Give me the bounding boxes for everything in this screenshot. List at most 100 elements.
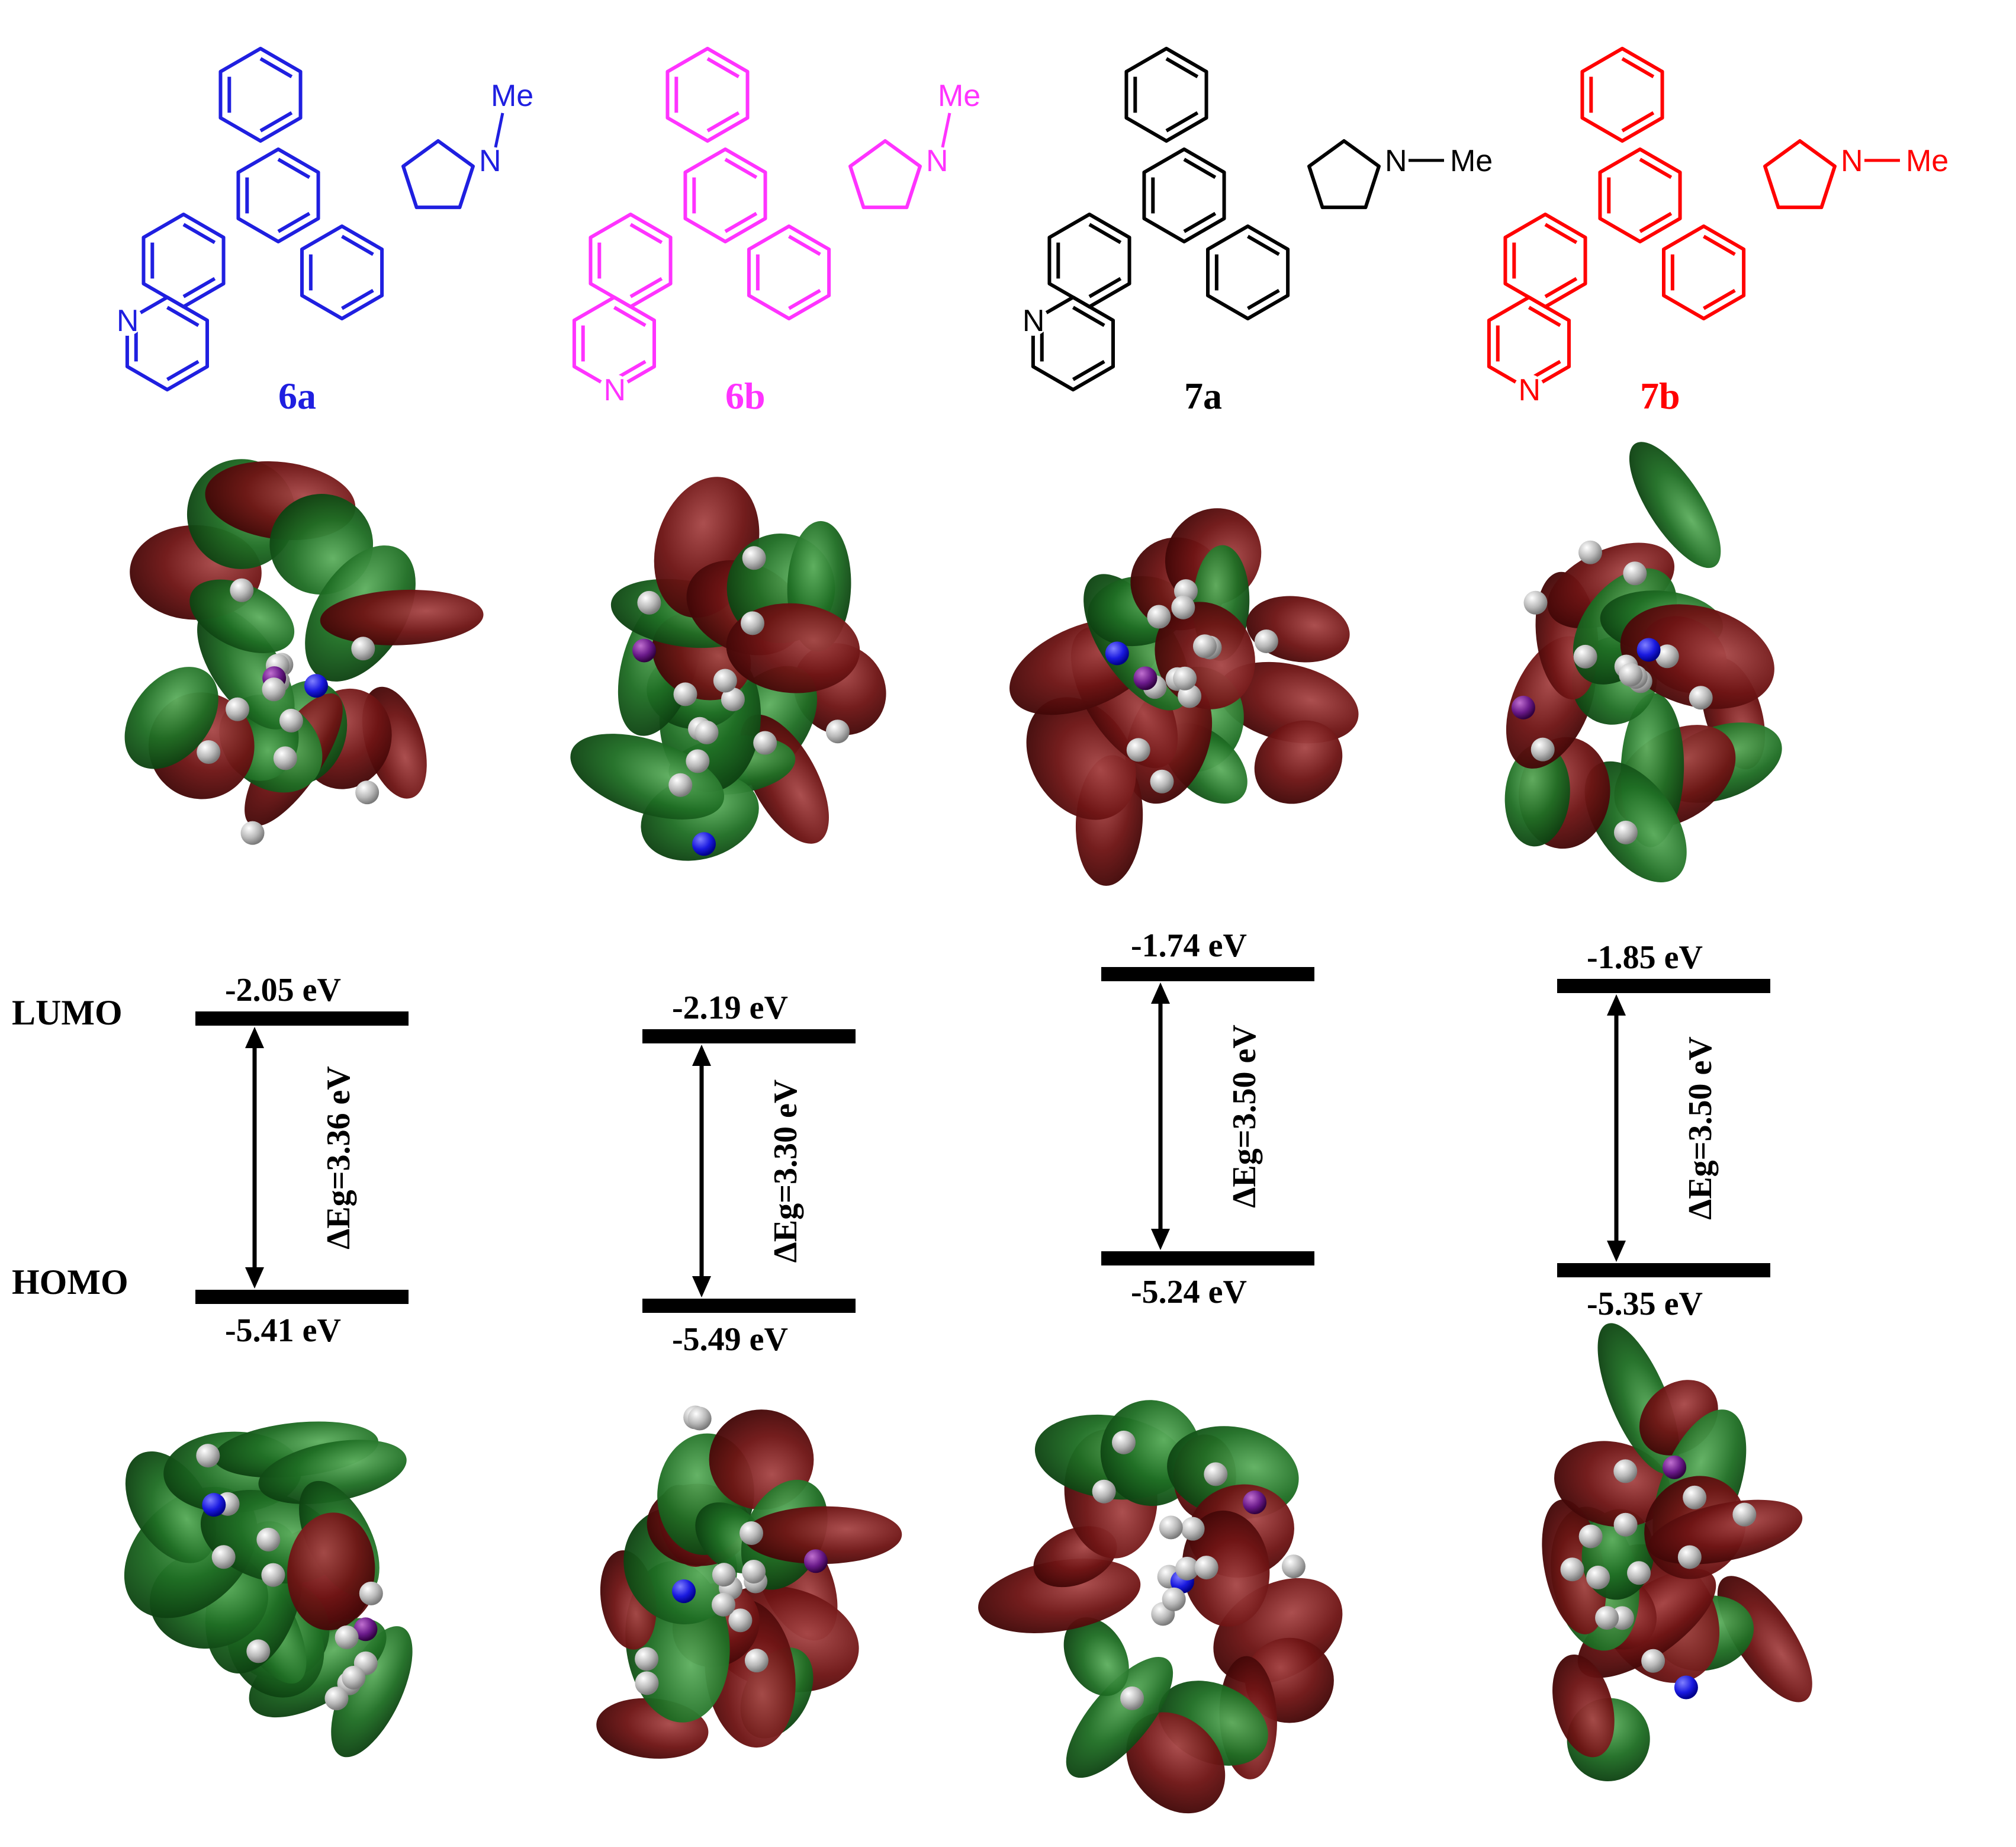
double-bond	[613, 306, 647, 327]
atom	[1175, 1556, 1200, 1581]
orbital-lobe	[331, 1626, 413, 1758]
n-methyl-bond	[941, 113, 951, 148]
ring-0	[665, 47, 750, 143]
atom	[355, 780, 380, 805]
orbital-lobe	[1182, 1510, 1270, 1627]
orbital-lobe	[124, 667, 218, 769]
atom	[721, 688, 745, 712]
atom	[353, 1617, 378, 1642]
pyridine-n-mask	[599, 374, 630, 405]
double-bond	[1183, 211, 1217, 233]
homo-level-bar	[642, 1299, 856, 1313]
double-bond	[1247, 235, 1280, 256]
gap-arrow-head-down	[692, 1276, 711, 1297]
atom	[692, 832, 716, 856]
double-bond	[341, 235, 374, 256]
double-bond	[1544, 277, 1578, 298]
atom	[1523, 590, 1548, 615]
structure-drawing	[1487, 47, 1837, 391]
atom	[635, 1647, 659, 1671]
ring-0	[1124, 47, 1208, 143]
lumo-energy: -1.85 eV	[1587, 939, 1703, 976]
pyrrole-ring	[1763, 139, 1837, 210]
orbital-lobe	[1629, 442, 1721, 568]
atom	[1636, 638, 1661, 662]
double-bond	[277, 211, 311, 233]
ring-3	[1206, 224, 1290, 320]
gap-arrow-head-down	[1151, 1229, 1170, 1250]
atom	[230, 578, 254, 602]
orbital-lobe	[1066, 1657, 1173, 1778]
orbital-lobe	[570, 734, 725, 820]
atom	[728, 1608, 753, 1633]
ring-3	[747, 224, 831, 320]
atom	[686, 749, 710, 773]
atom	[632, 638, 657, 663]
atom	[1173, 666, 1197, 690]
n-methyl-bond	[494, 113, 504, 148]
gap-arrow-head-up	[1607, 994, 1626, 1016]
atom	[711, 1592, 735, 1617]
pyridine-n-mask	[111, 305, 143, 336]
atom	[1181, 1517, 1205, 1541]
atom	[1595, 1606, 1619, 1630]
orbital-lobe	[1254, 720, 1343, 804]
atom	[196, 1444, 220, 1468]
homo-energy: -5.35 eV	[1587, 1286, 1703, 1322]
double-bond	[1639, 211, 1673, 233]
lumo-level-bar	[642, 1029, 856, 1043]
atom	[246, 1639, 271, 1663]
homo-orbital	[596, 1405, 902, 1759]
pyridine-n-mask	[1017, 305, 1049, 336]
atom	[668, 773, 693, 797]
atom	[1613, 1459, 1638, 1483]
atom	[1150, 769, 1174, 794]
double-bond	[166, 306, 200, 327]
atom	[197, 740, 221, 764]
double-bond	[1528, 306, 1561, 327]
double-bond	[1639, 158, 1673, 179]
pyridine-n-mask	[1513, 374, 1545, 405]
double-bond	[1088, 223, 1122, 245]
atom	[342, 1665, 366, 1689]
ring-3	[1662, 224, 1746, 320]
double-bond	[1703, 288, 1736, 310]
atom	[672, 1579, 696, 1604]
orbital-lobe	[1063, 1617, 1129, 1696]
gap-arrow-head-down	[245, 1267, 264, 1289]
orbital-lobe	[1620, 604, 1774, 709]
atom	[1619, 663, 1643, 687]
structure-drawing	[125, 47, 475, 391]
atom	[1689, 686, 1713, 710]
homo-level-bar	[1557, 1263, 1770, 1277]
atom	[712, 1563, 736, 1587]
double-bond	[1165, 111, 1199, 133]
atom	[1578, 540, 1602, 564]
atom	[694, 720, 719, 744]
double-bond	[259, 57, 293, 79]
atom	[279, 708, 303, 733]
atom	[1586, 1565, 1610, 1589]
atom	[256, 1527, 281, 1552]
ring-2	[1503, 213, 1587, 309]
double-bond	[724, 211, 758, 233]
atom	[1663, 1455, 1687, 1479]
ring-2	[142, 213, 226, 309]
atom	[803, 1549, 828, 1573]
atom	[1573, 644, 1597, 669]
atom	[211, 1545, 236, 1569]
structure-drawing	[572, 47, 922, 391]
lumo-energy: -1.74 eV	[1131, 927, 1247, 964]
orbital-lobe	[320, 589, 484, 645]
orbital-lobe	[978, 1559, 1141, 1633]
double-bond	[629, 223, 663, 245]
lumo-level-bar	[1101, 967, 1314, 981]
structure-drawing	[1031, 47, 1381, 391]
orbital-lobe	[1246, 596, 1350, 663]
double-bond	[1247, 288, 1280, 310]
homo-orbital	[1542, 1323, 1812, 1781]
orbital-lobe	[1504, 743, 1570, 847]
orbital-lobe	[1552, 1654, 1615, 1758]
